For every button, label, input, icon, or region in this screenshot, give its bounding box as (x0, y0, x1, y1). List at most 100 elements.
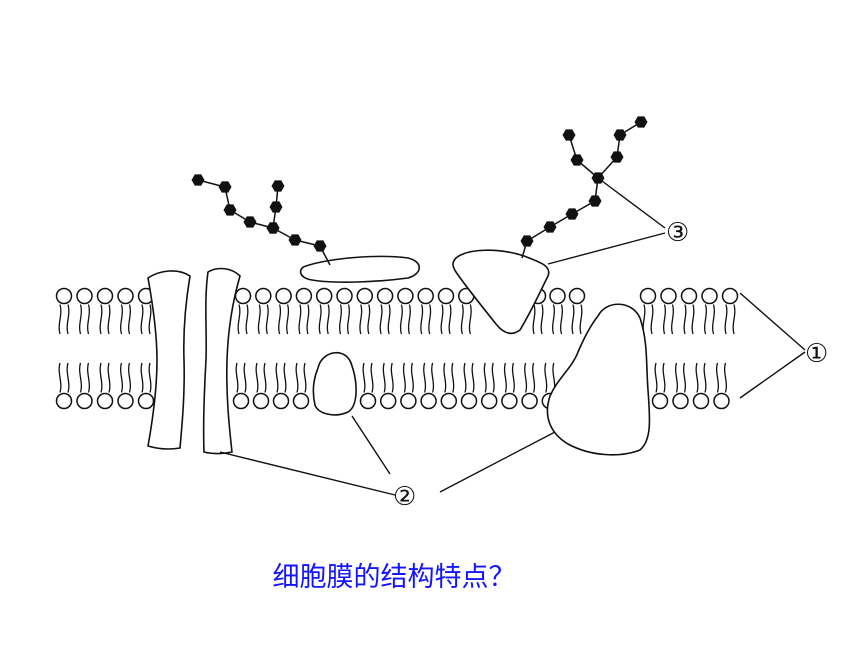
lipid-tail (410, 362, 414, 393)
lipid-tail (579, 304, 583, 335)
lipid-tail (491, 362, 495, 393)
lipid-head (460, 392, 478, 410)
lipid-tail (440, 304, 444, 335)
lipid-head (701, 287, 718, 305)
lipid-head (672, 392, 689, 410)
lipid-tail (463, 362, 467, 393)
sugar-unit (520, 235, 534, 247)
lipid-tail (379, 304, 383, 335)
lipid-tail (420, 304, 424, 335)
lipid-tail (235, 362, 239, 393)
lipid-head (521, 392, 538, 410)
sugar-unit (223, 204, 237, 216)
small-embedded-protein (312, 351, 357, 416)
lipid-head (76, 392, 93, 410)
lipid-head (55, 392, 73, 410)
sugar-unit (313, 240, 327, 252)
sugar-unit (570, 154, 584, 166)
lipid-head (397, 287, 414, 305)
label-glycoprotein: ③ (666, 218, 689, 248)
lipid-tail (691, 304, 695, 335)
sugar-unit (243, 216, 257, 228)
sugar-unit (191, 174, 205, 186)
lipid-tail (255, 362, 259, 393)
lipid-tail (120, 362, 123, 393)
label-lipid-bilayer: ① (805, 339, 828, 369)
lipid-head (440, 392, 458, 410)
sugar-unit (613, 129, 627, 141)
sugar-unit (565, 208, 579, 220)
lipid-tail (303, 362, 307, 393)
lipid-tail (243, 362, 247, 393)
lipid-head (721, 287, 739, 305)
lipid-tail (347, 304, 350, 335)
channel-protein-right-half (202, 267, 241, 455)
lipid-head (713, 392, 730, 410)
lipid-tail (471, 362, 475, 393)
sugar-unit (588, 195, 602, 207)
lipid-head (96, 392, 114, 410)
lipid-head (55, 287, 73, 305)
lipid-tail (524, 362, 528, 393)
lipid-tail (671, 304, 674, 335)
lipid-head (336, 287, 353, 305)
lipid-tail (265, 304, 269, 335)
lipid-tail (128, 304, 131, 335)
lipid-head (137, 392, 155, 410)
lipid-head (417, 287, 434, 305)
lipid-tail (544, 362, 548, 393)
lipid-tail (532, 304, 536, 335)
lipid-tail (704, 304, 707, 335)
lipid-tail (560, 304, 563, 335)
lipid-tail (275, 362, 279, 393)
membrane-proteins (147, 249, 651, 456)
lipid-tail (286, 304, 290, 335)
lipid-tail (540, 304, 544, 335)
lipid-head (549, 287, 566, 305)
lipid-tail (367, 304, 371, 335)
lipid-head (234, 287, 252, 305)
label-leader-lines (219, 177, 806, 496)
lipid-tail (724, 304, 728, 335)
lipid-tail (390, 362, 394, 393)
lipid-tail (99, 304, 103, 335)
lipid-tail (278, 304, 282, 335)
lipid-head (76, 287, 93, 305)
lipid-head (501, 392, 518, 410)
lipid-tail (79, 362, 82, 393)
lipid-tail (683, 362, 686, 393)
lipid-head (651, 392, 669, 410)
lipid-tail (662, 362, 666, 393)
lipid-tail (298, 304, 302, 335)
lipid-head (295, 287, 313, 305)
lipid-tail (552, 304, 555, 335)
lipid-head (376, 287, 394, 305)
lipid-tail (431, 362, 435, 393)
lipid-tail (306, 304, 310, 335)
lipid-tail (663, 304, 666, 335)
lipid-tail (483, 362, 487, 393)
sugar-unit (271, 180, 285, 192)
lipid-tail (66, 304, 70, 335)
lipid-head (437, 287, 455, 305)
lipid-tail (295, 362, 299, 393)
lipid-head (568, 287, 586, 305)
sugar-unit (543, 221, 557, 233)
lipid-tail (263, 362, 267, 393)
lipid-tail (724, 362, 727, 393)
lipid-head (480, 392, 498, 410)
lipid-tail (683, 304, 687, 335)
lipid-tail (695, 362, 699, 393)
lipid-tail (245, 304, 249, 335)
sugar-unit (288, 234, 302, 246)
lipid-head (315, 287, 333, 305)
lipid-tail (468, 304, 472, 335)
lipid-tail (511, 362, 515, 393)
lipid-tail (79, 304, 82, 335)
lipid-head (117, 392, 134, 410)
lipid-head (96, 287, 114, 305)
lipid-tail (120, 304, 123, 335)
lipid-tail (257, 304, 261, 335)
lipid-head (680, 287, 698, 305)
